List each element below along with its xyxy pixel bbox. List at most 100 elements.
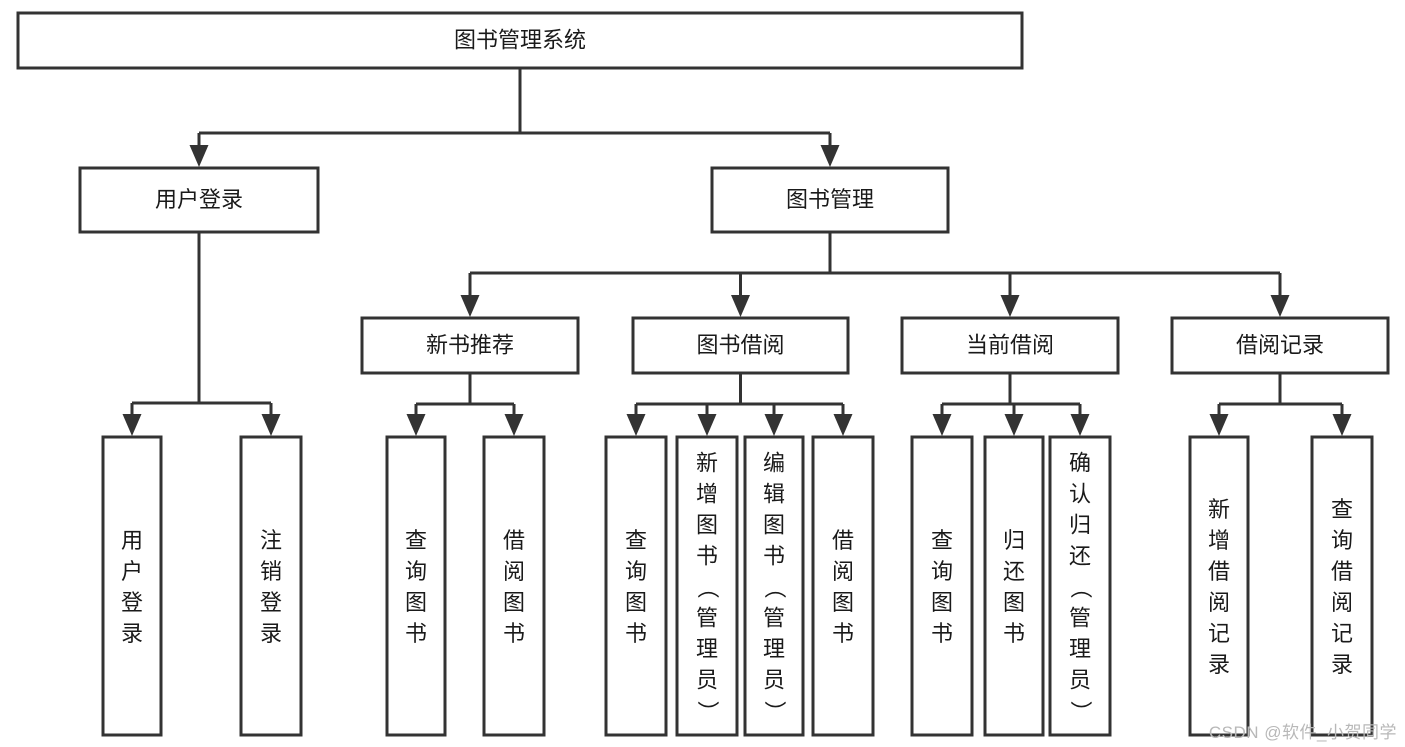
node-box [811, 435, 875, 737]
node-box [78, 166, 320, 234]
node-label: 图书借阅 [696, 332, 784, 357]
node-box [1188, 435, 1250, 737]
node-box [910, 435, 974, 737]
arrow-head-icon [932, 414, 952, 436]
node-label-char: 新 [696, 451, 718, 476]
node-label-char: 借 [1331, 559, 1353, 584]
node-label: 图书管理系统 [454, 27, 586, 52]
edges-layer [122, 68, 1352, 436]
node-label-char: 认 [1069, 482, 1091, 507]
csdn-watermark: CSDN @软件_小贺同学 [1208, 723, 1397, 742]
node-box [101, 435, 163, 737]
node-label-char: 书 [763, 544, 785, 569]
edge-group-current-borrow [932, 373, 1090, 436]
node-label: 新书推荐 [426, 332, 514, 357]
node-label-char: 借 [832, 528, 854, 553]
node-label-char: 图 [931, 590, 953, 615]
edge-group-book-borrow [626, 373, 853, 436]
node-box [482, 435, 546, 737]
node-label-char: 录 [121, 621, 143, 646]
node-label-char: 员 [1069, 668, 1091, 693]
node-label-char: 理 [763, 637, 785, 662]
node-label-char: 阅 [1208, 590, 1230, 615]
node-label-char: 录 [1208, 652, 1230, 677]
edge-group-book-manage [460, 232, 1290, 317]
arrow-head-icon [1209, 414, 1229, 436]
node-label-char: 查 [405, 528, 427, 553]
node-box [1310, 435, 1374, 737]
nodes-layer: 图书管理系统用户登录图书管理新书推荐图书借阅当前借阅借阅记录用户登录注销登录查询… [16, 11, 1390, 737]
node-box [900, 316, 1120, 375]
node-label-char: 查 [931, 528, 953, 553]
node-label-char: 户 [121, 559, 143, 584]
arrow-head-icon [833, 414, 853, 436]
node-label-char: 图 [1003, 590, 1025, 615]
node-new-book-rec[interactable]: 新书推荐 [360, 316, 580, 375]
node-label-char: 注 [260, 528, 282, 553]
node-label-char: 图 [503, 590, 525, 615]
arrow-head-icon [820, 145, 840, 167]
node-label-char: ） [762, 701, 787, 723]
node-label-char: 还 [1069, 544, 1091, 569]
node-label-char: 登 [260, 590, 282, 615]
node-box [743, 435, 805, 737]
node-box [604, 435, 668, 737]
node-label-char: 销 [260, 559, 282, 584]
node-label-char: 阅 [832, 559, 854, 584]
node-box [1048, 435, 1112, 737]
node-label: 借阅记录 [1236, 332, 1324, 357]
node-label-char: 登 [121, 590, 143, 615]
node-label-char: 管 [763, 606, 785, 631]
node-box [710, 166, 950, 234]
node-borrow-record[interactable]: 借阅记录 [1170, 316, 1390, 375]
node-label-char: 图 [832, 590, 854, 615]
node-label-char: 询 [1331, 528, 1353, 553]
node-label-char: 询 [931, 559, 953, 584]
node-label-char: 借 [1208, 559, 1230, 584]
node-label-char: 编 [763, 451, 785, 476]
arrow-head-icon [1270, 295, 1290, 317]
node-label-char: 归 [1003, 528, 1025, 553]
node-label-char: 记 [1331, 621, 1353, 646]
node-book-borrow[interactable]: 图书借阅 [631, 316, 850, 375]
node-box [983, 435, 1045, 737]
node-label-char: 图 [625, 590, 647, 615]
node-leaf-user-login[interactable]: 用户登录 [101, 435, 163, 737]
node-label-char: 增 [1208, 528, 1230, 553]
node-label-char: 新 [1208, 497, 1230, 522]
node-label-char: ） [1068, 701, 1093, 723]
node-current-borrow[interactable]: 当前借阅 [900, 316, 1120, 375]
arrow-head-icon [697, 414, 717, 436]
node-user-login[interactable]: 用户登录 [78, 166, 320, 234]
node-label-char: 理 [696, 637, 718, 662]
arrow-head-icon [764, 414, 784, 436]
node-label-char: （ [695, 577, 720, 599]
node-label-char: 理 [1069, 637, 1091, 662]
node-box [16, 11, 1024, 70]
edge-group-user-login [122, 232, 281, 436]
node-label-char: ） [695, 701, 720, 723]
node-label-char: 书 [832, 621, 854, 646]
node-root[interactable]: 图书管理系统 [16, 11, 1024, 70]
edge-group-borrow-record [1209, 373, 1352, 436]
node-book-manage[interactable]: 图书管理 [710, 166, 950, 234]
node-label-char: 书 [625, 621, 647, 646]
node-label-char: 书 [405, 621, 427, 646]
node-label-char: 图 [696, 513, 718, 538]
node-label-char: 用 [121, 528, 143, 553]
arrow-head-icon [504, 414, 524, 436]
